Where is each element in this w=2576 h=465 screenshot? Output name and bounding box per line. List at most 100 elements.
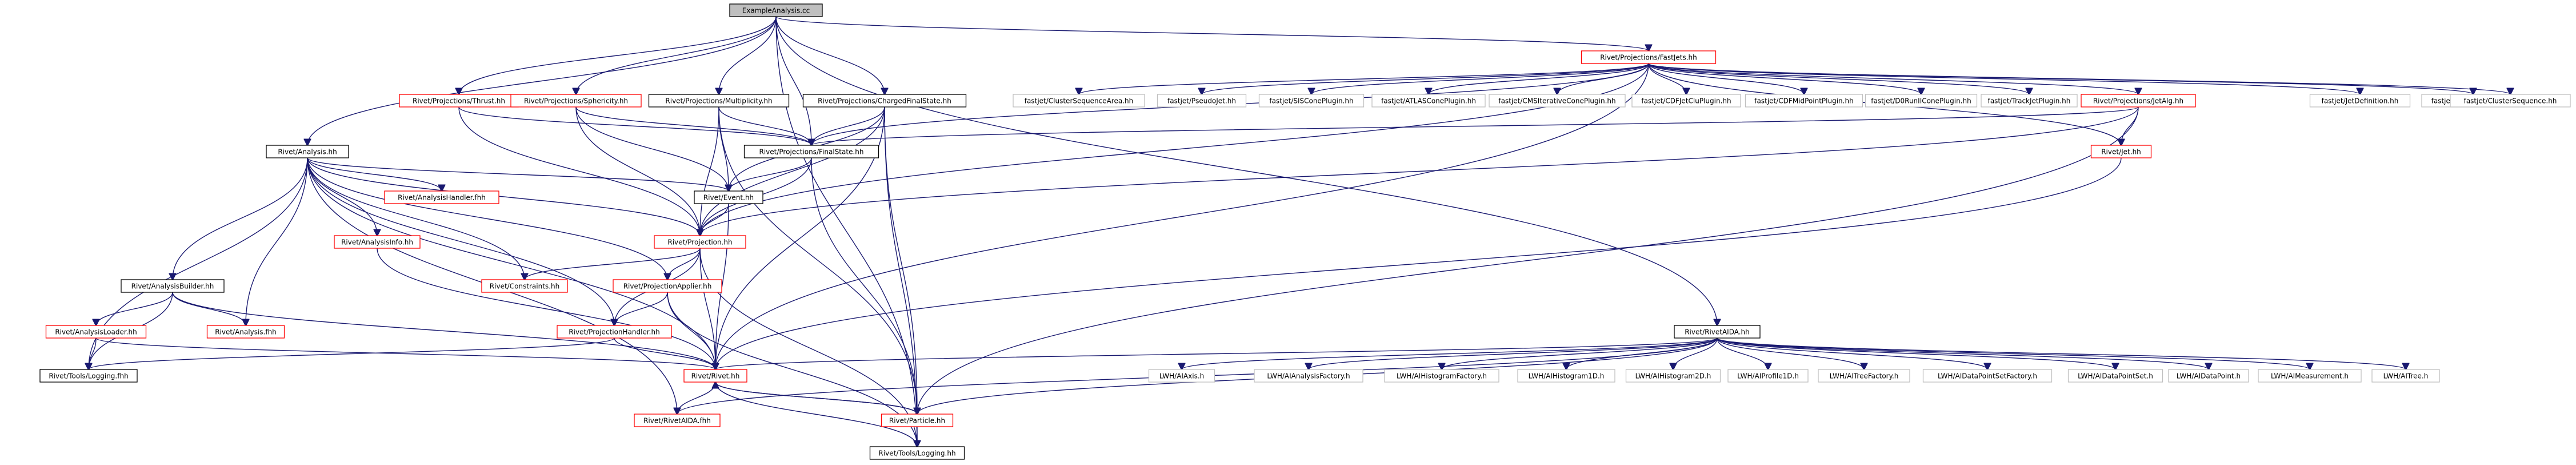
edge-path <box>307 157 729 191</box>
node-multiplicity[interactable]: Rivet/Projections/Multiplicity.hh <box>648 94 790 108</box>
edge-path <box>1648 63 2360 94</box>
node-jet[interactable]: Rivet/Jet.hh <box>2090 145 2152 158</box>
edge-rivetaida-to-idps <box>1717 337 2115 369</box>
edge-path <box>1311 63 1649 94</box>
node-rivethh[interactable]: Rivet/Rivet.hh <box>683 369 747 383</box>
node-box <box>2081 94 2196 108</box>
node-finalstate[interactable]: Rivet/Projections/FinalState.hh <box>743 145 879 158</box>
node-fastjets[interactable]: Rivet/Projections/FastJets.hh <box>1581 50 1717 64</box>
node-label: Rivet/Jet.hh <box>2101 148 2141 156</box>
node-aidafhh[interactable]: Rivet/RivetAIDA.fhh <box>634 414 721 427</box>
node-projection[interactable]: Rivet/Projection.hh <box>654 235 746 249</box>
node-siscone: fastjet/SISConePlugin.hh <box>1258 94 1365 108</box>
node-label: Rivet/Projections/JetAlg.hh <box>2093 97 2183 105</box>
edge-analysis-to-constraints <box>307 157 525 280</box>
edge-path <box>1079 63 1649 94</box>
node-ihist1d: LWH/AIHistogram1D.h <box>1517 369 1615 383</box>
edge-path <box>173 157 308 280</box>
node-sphericity[interactable]: Rivet/Projections/Sphericity.hh <box>510 94 642 108</box>
node-label: fastjet/ATLASConePlugin.hh <box>1381 97 1476 105</box>
node-analysishandler[interactable]: Rivet/AnalysisHandler.fhh <box>384 190 499 204</box>
node-chargedfs[interactable]: Rivet/Projections/ChargedFinalState.hh <box>802 94 967 108</box>
node-analysis[interactable]: Rivet/Analysis.hh <box>266 145 349 158</box>
node-jetdef: fastjet/JetDefinition.hh <box>2309 94 2411 108</box>
edge-analysis-to-analysisfhh <box>246 157 308 325</box>
edge-rivetaida-to-rivethh <box>715 337 1718 369</box>
node-event[interactable]: Rivet/Event.hh <box>694 190 763 204</box>
edge-rivetaida-to-ihist2d <box>1673 337 1718 369</box>
node-box <box>481 279 568 293</box>
edge-rivetaida-to-idp <box>1717 337 2209 369</box>
edge-path <box>1673 337 1718 369</box>
edge-root-to-thrust <box>459 16 777 94</box>
node-box <box>881 414 954 427</box>
edge-path <box>811 106 2139 145</box>
node-box <box>206 325 285 339</box>
edge-event-to-projection <box>700 203 729 236</box>
node-root[interactable]: ExampleAnalysis.cc <box>729 3 823 17</box>
edge-fastjets-to-siscone <box>1311 63 1649 94</box>
edge-path <box>525 248 701 280</box>
node-iprof1d: LWH/AIProfile1D.h <box>1727 369 1809 383</box>
node-idp: LWH/AIDataPoint.h <box>2168 369 2249 383</box>
node-analysisinfo[interactable]: Rivet/AnalysisInfo.hh <box>334 235 421 249</box>
edge-path <box>700 106 719 236</box>
edge-particle-to-rivethh <box>715 382 918 415</box>
node-box <box>683 369 747 383</box>
node-label: fastjet/CDFMidPointPlugin.hh <box>1754 97 1853 105</box>
node-label: Rivet/Projection.hh <box>667 239 732 247</box>
edge-path <box>307 16 777 145</box>
node-analysisbuilder[interactable]: Rivet/AnalysisBuilder.hh <box>121 279 225 293</box>
node-label: Rivet/Tools/Logging.fhh <box>49 372 128 380</box>
node-box <box>1922 369 2053 383</box>
edge-path <box>775 16 885 94</box>
node-particle[interactable]: Rivet/Particle.hh <box>881 414 954 427</box>
node-label: LWH/AIHistogram2D.h <box>1635 372 1711 380</box>
node-cmscone: fastjet/CMSIterativeConePlugin.hh <box>1489 94 1626 108</box>
edge-root-to-chargedfs <box>775 16 885 94</box>
edge-path <box>1717 337 2310 369</box>
edge-root-to-multiplicity <box>719 16 777 94</box>
node-projhandler[interactable]: Rivet/ProjectionHandler.hh <box>557 325 672 339</box>
node-analysisfhh[interactable]: Rivet/Analysis.fhh <box>206 325 285 339</box>
node-label: LWH/AIDataPoint.h <box>2177 372 2241 380</box>
edge-path <box>811 106 885 145</box>
edge-chargedfs-to-projection <box>700 106 885 236</box>
node-constraints[interactable]: Rivet/Constraints.hh <box>481 279 568 293</box>
node-label: LWH/AITreeFactory.h <box>1830 372 1899 380</box>
edge-chargedfs-to-finalstate <box>811 106 885 145</box>
node-projapplier[interactable]: Rivet/ProjectionApplier.hh <box>613 279 722 293</box>
edge-root-to-sphericity <box>576 16 777 94</box>
edge-projapplier-to-rivethh <box>667 292 715 369</box>
edge-path <box>459 16 777 94</box>
edge-path <box>718 106 917 414</box>
nodes: ExampleAnalysis.ccRivet/Projections/Fast… <box>39 3 2571 460</box>
edge-path <box>307 157 377 236</box>
edge-analysis-to-analysishandler <box>307 157 442 191</box>
node-analysisloader[interactable]: Rivet/AnalysisLoader.hh <box>45 325 147 339</box>
node-jetalg[interactable]: Rivet/Projections/JetAlg.hh <box>2081 94 2196 108</box>
edge-path <box>775 16 917 447</box>
edge-path <box>246 157 308 325</box>
node-thrust[interactable]: Rivet/Projections/Thrust.hh <box>399 94 519 108</box>
edge-path <box>614 292 668 325</box>
edge-fastjets-to-cdfmidpoint <box>1648 63 1804 94</box>
node-box <box>802 94 967 108</box>
node-label: Rivet/ProjectionHandler.hh <box>569 328 659 336</box>
node-label: Rivet/AnalysisHandler.fhh <box>398 194 486 202</box>
node-loggingfhh[interactable]: Rivet/Tools/Logging.fhh <box>39 369 138 383</box>
edge-projection-to-rivethh <box>699 248 715 369</box>
edge-path <box>715 382 918 415</box>
node-cdfjetclu: fastjet/CDFJetCluPlugin.hh <box>1631 94 1741 108</box>
node-ianafac: LWH/AIAnalysisFactory.h <box>1254 369 1363 383</box>
node-rivetaida[interactable]: Rivet/RivetAIDA.hh <box>1674 325 1761 339</box>
edge-projection-to-projapplier <box>667 248 701 280</box>
node-box <box>1489 94 1626 108</box>
node-label: Rivet/AnalysisLoader.hh <box>55 328 137 336</box>
edge-path <box>1648 63 1921 94</box>
node-cdfmidpoint: fastjet/CDFMidPointPlugin.hh <box>1745 94 1863 108</box>
node-trackjet: fastjet/TrackJetPlugin.hh <box>1981 94 2078 108</box>
edge-path <box>719 16 777 94</box>
node-logginghh[interactable]: Rivet/Tools/Logging.hh <box>869 446 965 460</box>
node-box <box>743 145 879 158</box>
